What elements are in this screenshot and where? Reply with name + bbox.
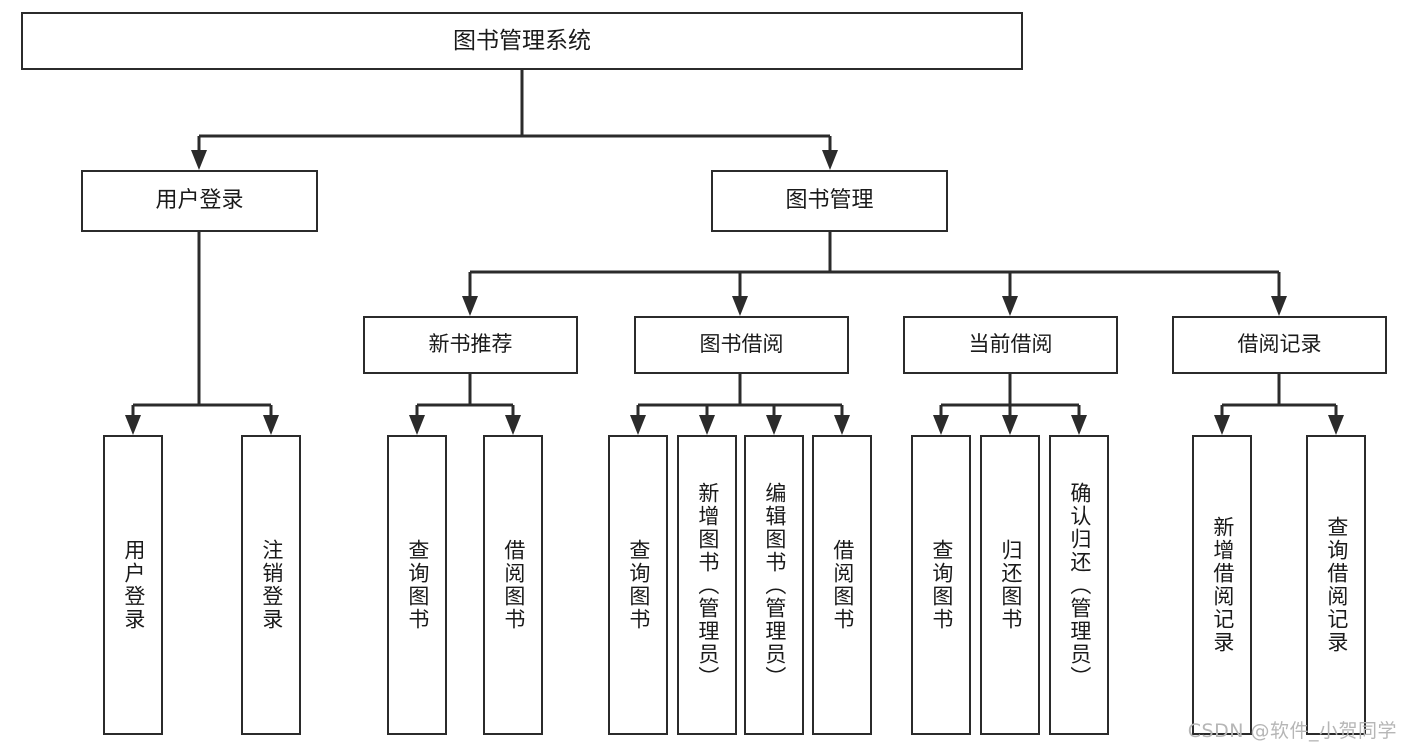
leaf-label: 新增图书（管理员） [695,481,720,689]
leaf-label: 注销登录 [259,539,284,631]
node-new-book-recommend[interactable]: 新书推荐 [363,316,578,374]
node-root-label: 图书管理系统 [453,27,591,54]
node-book-borrow-label: 图书借阅 [699,332,784,357]
connector-currentborrow-to-leaves [933,374,1087,435]
leaf-label: 查询图书 [626,539,651,631]
node-borrow-record-label: 借阅记录 [1237,332,1322,357]
connector-borrowrecord-to-leaves [1214,374,1344,435]
leaf-bookborrow-query-books[interactable]: 查询图书 [608,435,668,735]
leaf-newbook-query-books[interactable]: 查询图书 [387,435,447,735]
node-new-book-recommend-label: 新书推荐 [428,332,513,357]
leaf-currentborrow-return-books[interactable]: 归还图书 [980,435,1040,735]
leaf-label: 借阅图书 [830,539,855,631]
connector-userlogin-to-leaves [125,232,279,435]
leaf-label: 查询图书 [405,539,430,631]
node-current-borrow[interactable]: 当前借阅 [903,316,1118,374]
node-borrow-record[interactable]: 借阅记录 [1172,316,1387,374]
node-user-login-label: 用户登录 [155,187,244,213]
leaf-borrowrecord-add-record[interactable]: 新增借阅记录 [1192,435,1252,735]
connector-newbook-to-leaves [409,374,521,435]
leaf-label: 用户登录 [121,539,146,631]
connector-bookmgmt-to-level3 [462,232,1287,316]
leaf-currentborrow-confirm-return-admin[interactable]: 确认归还（管理员） [1049,435,1109,735]
leaf-bookborrow-borrow-books[interactable]: 借阅图书 [812,435,872,735]
leaf-label: 归还图书 [998,539,1023,631]
leaf-label: 查询图书 [929,539,954,631]
leaf-label: 借阅图书 [501,539,526,631]
leaf-label: 查询借阅记录 [1324,516,1349,654]
node-user-login[interactable]: 用户登录 [81,170,318,232]
leaf-user-login-signin[interactable]: 用户登录 [103,435,163,735]
node-book-management[interactable]: 图书管理 [711,170,948,232]
leaf-label: 编辑图书（管理员） [762,481,787,689]
node-root-system[interactable]: 图书管理系统 [21,12,1023,70]
leaf-borrowrecord-query-record[interactable]: 查询借阅记录 [1306,435,1366,735]
node-book-management-label: 图书管理 [785,187,874,213]
leaf-newbook-borrow-books[interactable]: 借阅图书 [483,435,543,735]
leaf-bookborrow-edit-book-admin[interactable]: 编辑图书（管理员） [744,435,804,735]
leaf-user-login-signout[interactable]: 注销登录 [241,435,301,735]
leaf-bookborrow-add-book-admin[interactable]: 新增图书（管理员） [677,435,737,735]
node-book-borrow[interactable]: 图书借阅 [634,316,849,374]
csdn-watermark: CSDN @软件_小贺同学 [1187,720,1397,742]
connector-root-to-level2 [191,70,838,170]
leaf-label: 新增借阅记录 [1210,516,1235,654]
leaf-currentborrow-query-books[interactable]: 查询图书 [911,435,971,735]
connector-bookborrow-to-leaves [630,374,850,435]
leaf-label: 确认归还（管理员） [1067,481,1092,689]
node-current-borrow-label: 当前借阅 [968,332,1053,357]
